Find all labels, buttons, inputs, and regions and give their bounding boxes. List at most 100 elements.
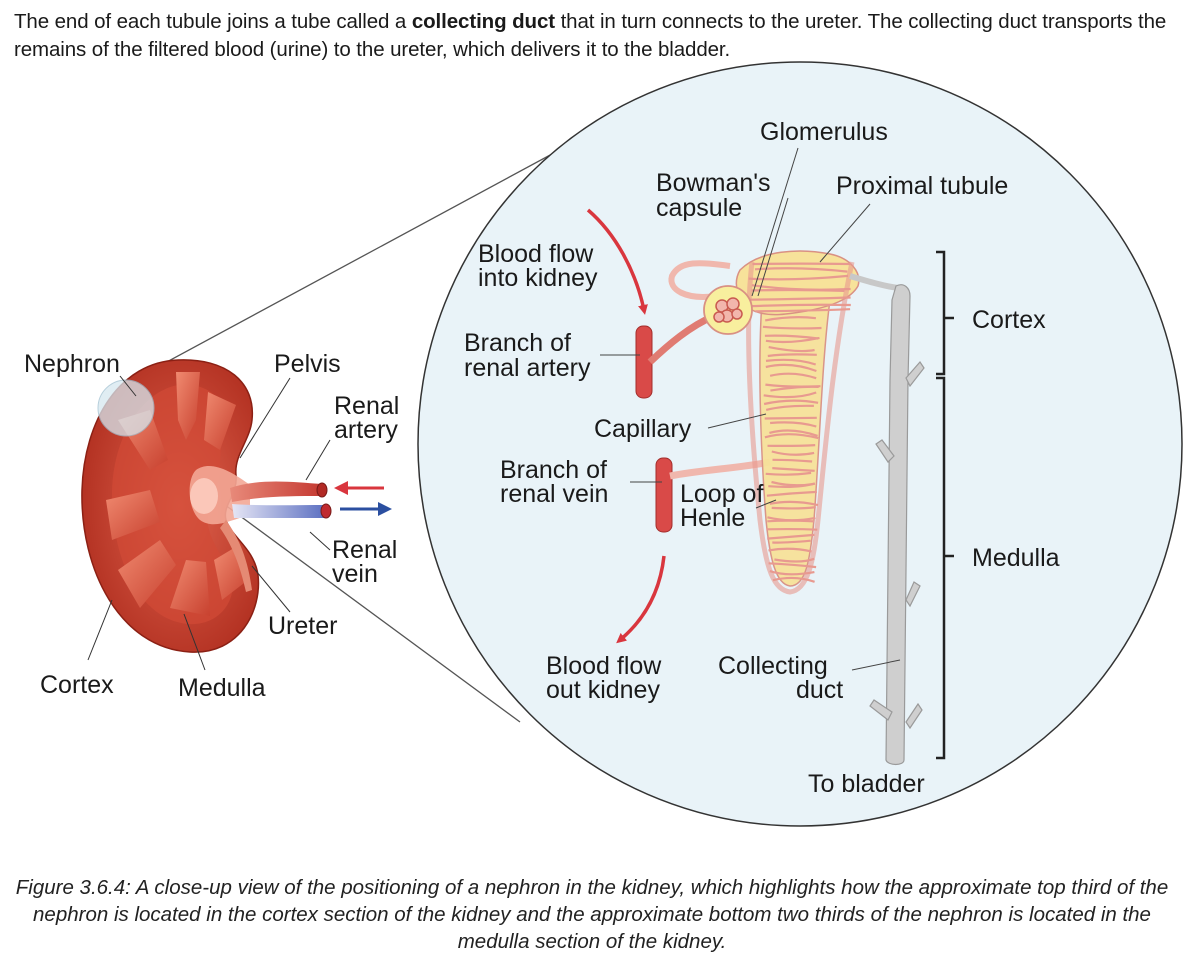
label-bowmans-capsule-1: Bowman's: [656, 169, 771, 197]
capillary-segment: [765, 471, 812, 476]
capillary-segment: [768, 547, 812, 553]
label-renal-artery-1: Renal: [334, 392, 399, 420]
capillary-segment: [765, 404, 814, 411]
artery-flow-arrow: [334, 481, 384, 495]
label-medulla-zone: Medulla: [972, 544, 1060, 572]
capillary-segment: [750, 296, 851, 301]
glomerulus-shape: [713, 297, 743, 323]
blood-flow-out-arrow: [616, 555, 666, 644]
label-blood-flow-out-1: Blood flow: [546, 652, 662, 680]
capillary-segment: [771, 506, 816, 510]
capillary-segment: [748, 274, 849, 281]
label-branch-renal-artery-2: renal artery: [464, 354, 591, 382]
capillary-segment: [764, 433, 819, 440]
label-pelvis: Pelvis: [274, 350, 341, 378]
renal-pyramid: [176, 372, 200, 440]
renal-artery-vessel: [230, 481, 322, 502]
collecting-duct-shape: [869, 284, 925, 766]
nephron-highlight-circle: [97, 379, 155, 437]
renal-vein-vessel: [232, 504, 326, 518]
renal-vein-end: [320, 503, 332, 519]
label-branch-renal-artery-1: Branch of: [464, 329, 571, 357]
capillary-segment: [769, 500, 819, 507]
intro-text-2: that in turn connects to the ureter. The…: [14, 10, 1167, 61]
capillary-segment: [772, 539, 811, 544]
capillary-segment: [763, 399, 819, 406]
vein-flow-arrow: [340, 502, 392, 516]
kidney-leader-lines: [87, 375, 331, 671]
capillary-outline: [746, 261, 855, 595]
nephron: [635, 250, 899, 595]
capillary-segment: [766, 490, 817, 497]
label-bowmans-capsule-2: capsule: [656, 194, 742, 222]
label-glomerulus: Glomerulus: [760, 118, 888, 146]
capillary-segment: [750, 303, 851, 308]
capillary-segment: [767, 519, 815, 523]
capillary-segment: [764, 316, 817, 322]
intro-paragraph: The end of each tubule joins a tube call…: [14, 8, 1174, 64]
venule: [669, 458, 771, 480]
renal-pelvis-highlight: [190, 478, 218, 514]
tubule-outer-loop: [668, 260, 731, 300]
label-ureter: Ureter: [268, 612, 337, 640]
capillary-network: [746, 261, 855, 595]
capillary-segment: [769, 372, 817, 380]
capillary-segment: [754, 267, 848, 273]
blood-flow-in-arrow: [586, 208, 648, 315]
label-loop-of-henle-1: Loop of: [680, 480, 763, 508]
capillary-segment: [764, 416, 817, 420]
capillary-segment: [765, 363, 817, 373]
capillary-segment: [770, 385, 819, 392]
intro-bold-term: collecting duct: [411, 10, 555, 33]
label-cortex-kidney: Cortex: [40, 671, 114, 699]
label-cortex-zone: Cortex: [972, 306, 1046, 334]
renal-pyramid: [106, 490, 160, 540]
label-collecting-duct-2: duct: [796, 676, 843, 704]
label-to-bladder: To bladder: [808, 770, 925, 798]
label-renal-vein-2: vein: [332, 560, 378, 588]
capillary-segment: [770, 421, 817, 428]
capillary-segment: [771, 450, 815, 456]
intro-text-1: The end of each tubule joins a tube call…: [14, 10, 412, 33]
label-capillary: Capillary: [594, 415, 692, 443]
capillary-segment: [766, 527, 818, 531]
capillary-segment: [767, 353, 817, 358]
label-renal-vein-1: Renal: [332, 536, 397, 564]
loop-of-henle-tube: [759, 299, 831, 587]
branch-renal-artery-vessel: [635, 325, 653, 399]
capillary-segment: [769, 429, 818, 437]
label-medulla-kidney: Medulla: [178, 674, 266, 702]
capillary-segment: [751, 288, 845, 292]
distal-tubule: [849, 273, 899, 291]
label-nephron: Nephron: [24, 350, 120, 378]
kidney: [81, 359, 392, 653]
capillary-segment: [765, 358, 817, 366]
capillary-segment: [765, 336, 820, 344]
branch-renal-vein-vessel: [655, 457, 673, 533]
capillary-segment: [772, 458, 813, 463]
label-renal-artery-2: artery: [334, 416, 398, 444]
zone-brackets: [936, 250, 954, 760]
zoom-line-top: [125, 139, 579, 385]
label-branch-renal-vein-1: Branch of: [500, 456, 607, 484]
renal-pyramid: [204, 392, 236, 450]
capillary-segment: [763, 391, 817, 399]
capillary-segment: [768, 482, 816, 488]
capillary-segment: [767, 533, 815, 540]
label-loop-of-henle-2: Henle: [680, 504, 745, 532]
ureter-vessel: [220, 520, 252, 592]
label-branch-renal-vein-2: renal vein: [500, 480, 608, 508]
renal-pyramid: [118, 540, 176, 608]
capillary-segment: [767, 444, 816, 448]
nephron-leader-lines: [600, 147, 901, 671]
label-blood-flow-in-1: Blood flow: [478, 240, 594, 268]
capillary-segment: [768, 346, 815, 353]
label-collecting-duct-1: Collecting: [718, 652, 828, 680]
label-blood-flow-in-2: into kidney: [478, 264, 598, 292]
capillary-segment: [772, 467, 815, 472]
label-proximal-tubule: Proximal tubule: [836, 172, 1008, 200]
label-blood-flow-out-2: out kidney: [546, 676, 660, 704]
capillary-segment: [762, 325, 822, 330]
renal-pyramid: [170, 560, 210, 616]
figure-caption: Figure 3.6.4: A close-up view of the pos…: [15, 876, 1169, 953]
